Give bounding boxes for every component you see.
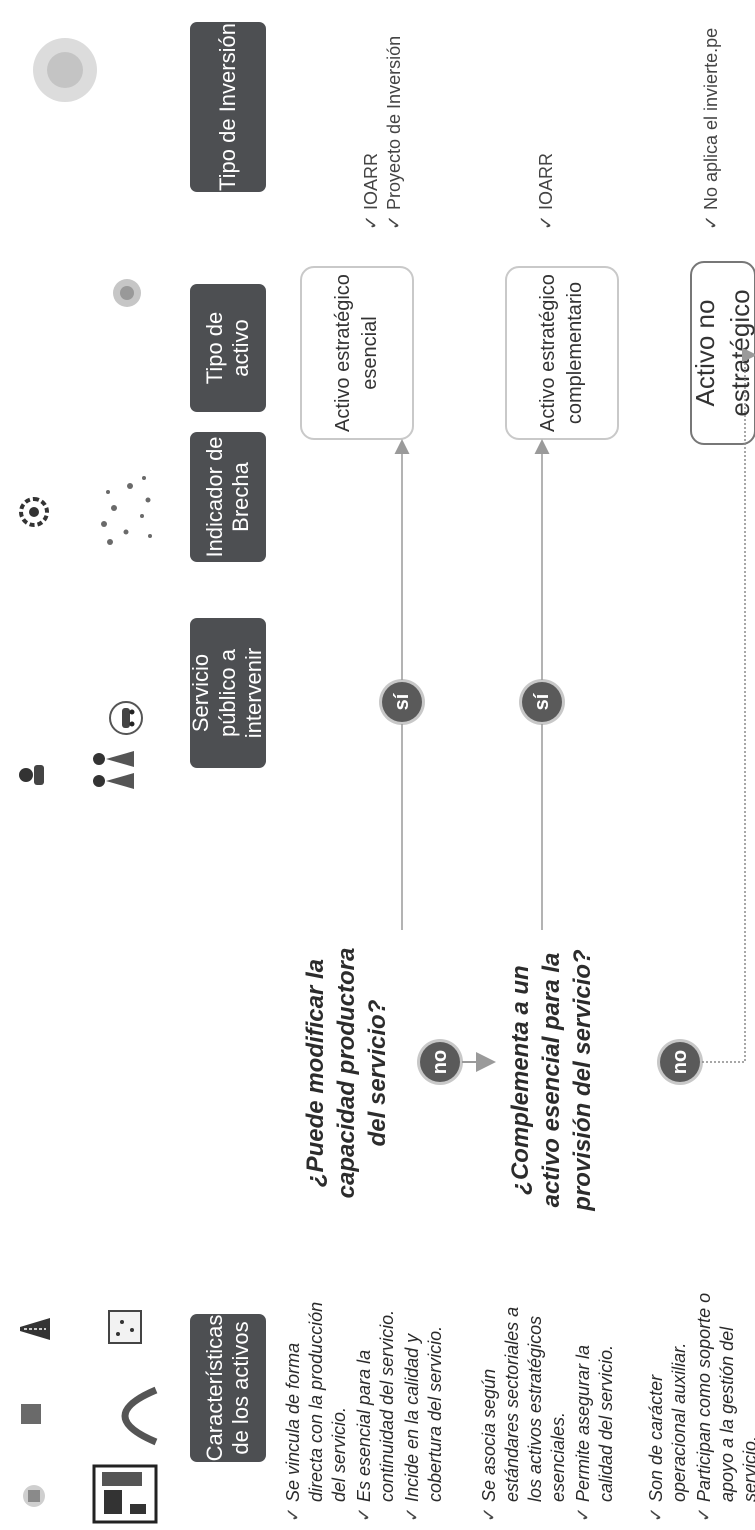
building-icon (22, 1484, 51, 1508)
starburst-icon (110, 276, 149, 310)
office-building-icon (20, 1403, 47, 1425)
hospital-icon (90, 1464, 165, 1524)
gear-icon (16, 494, 57, 530)
worker-icon (16, 760, 51, 790)
map-icon (108, 1310, 147, 1344)
scatter-dots-icon (90, 470, 165, 550)
road-icon (18, 1314, 57, 1344)
car-icon (108, 700, 149, 736)
bridge-icon (90, 1386, 165, 1446)
coin-icon (30, 35, 105, 105)
people-icon (90, 745, 145, 795)
